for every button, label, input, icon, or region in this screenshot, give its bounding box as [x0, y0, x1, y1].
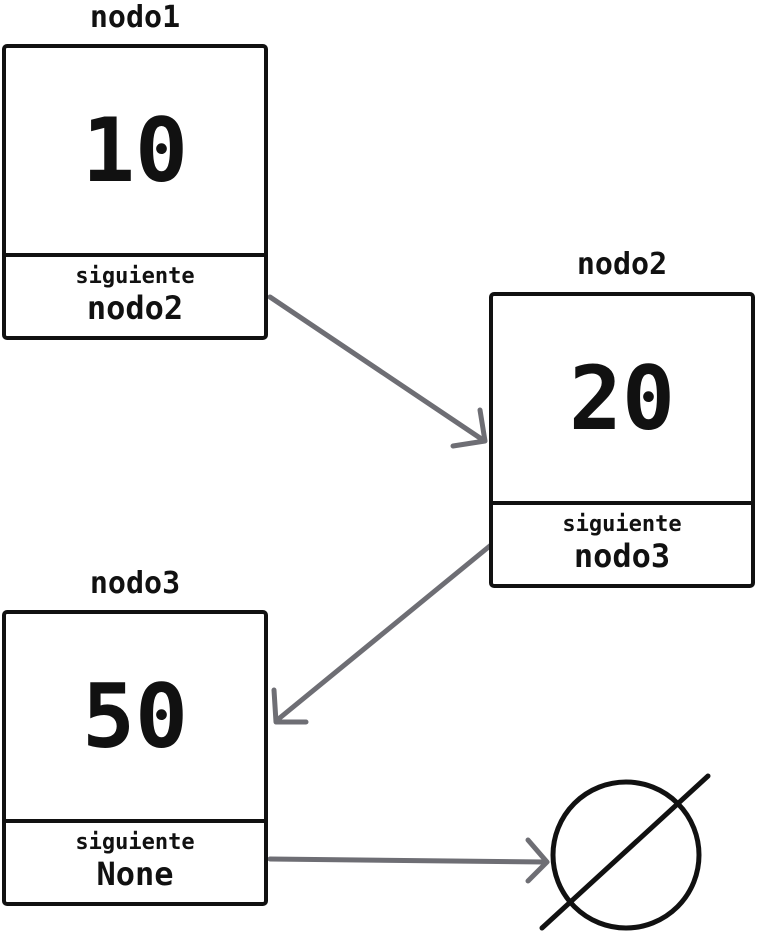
node-value: 50	[6, 614, 264, 823]
node-nodo1: 10 siguiente nodo2	[2, 44, 268, 340]
node-value: 20	[493, 296, 751, 505]
node-next-pointer: siguiente nodo3	[493, 505, 751, 584]
next-value: nodo3	[573, 537, 671, 575]
next-value: nodo2	[86, 289, 184, 327]
next-value: None	[96, 855, 174, 893]
node-title-nodo2: nodo2	[576, 247, 668, 282]
empty-set-icon	[539, 773, 711, 931]
node-title-nodo3: nodo3	[89, 566, 181, 601]
arrow-nodo2-to-nodo3	[271, 542, 494, 725]
next-label: siguiente	[75, 264, 195, 289]
next-label: siguiente	[562, 512, 682, 537]
arrow-nodo3-to-none	[267, 837, 550, 884]
node-title-nodo1: nodo1	[89, 0, 181, 35]
node-next-pointer: siguiente nodo2	[6, 257, 264, 336]
node-nodo2: 20 siguiente nodo3	[489, 292, 755, 588]
node-nodo3: 50 siguiente None	[2, 610, 268, 906]
arrow-nodo1-to-nodo2	[267, 294, 488, 449]
next-label: siguiente	[75, 830, 195, 855]
node-value: 10	[6, 48, 264, 257]
node-next-pointer: siguiente None	[6, 823, 264, 902]
